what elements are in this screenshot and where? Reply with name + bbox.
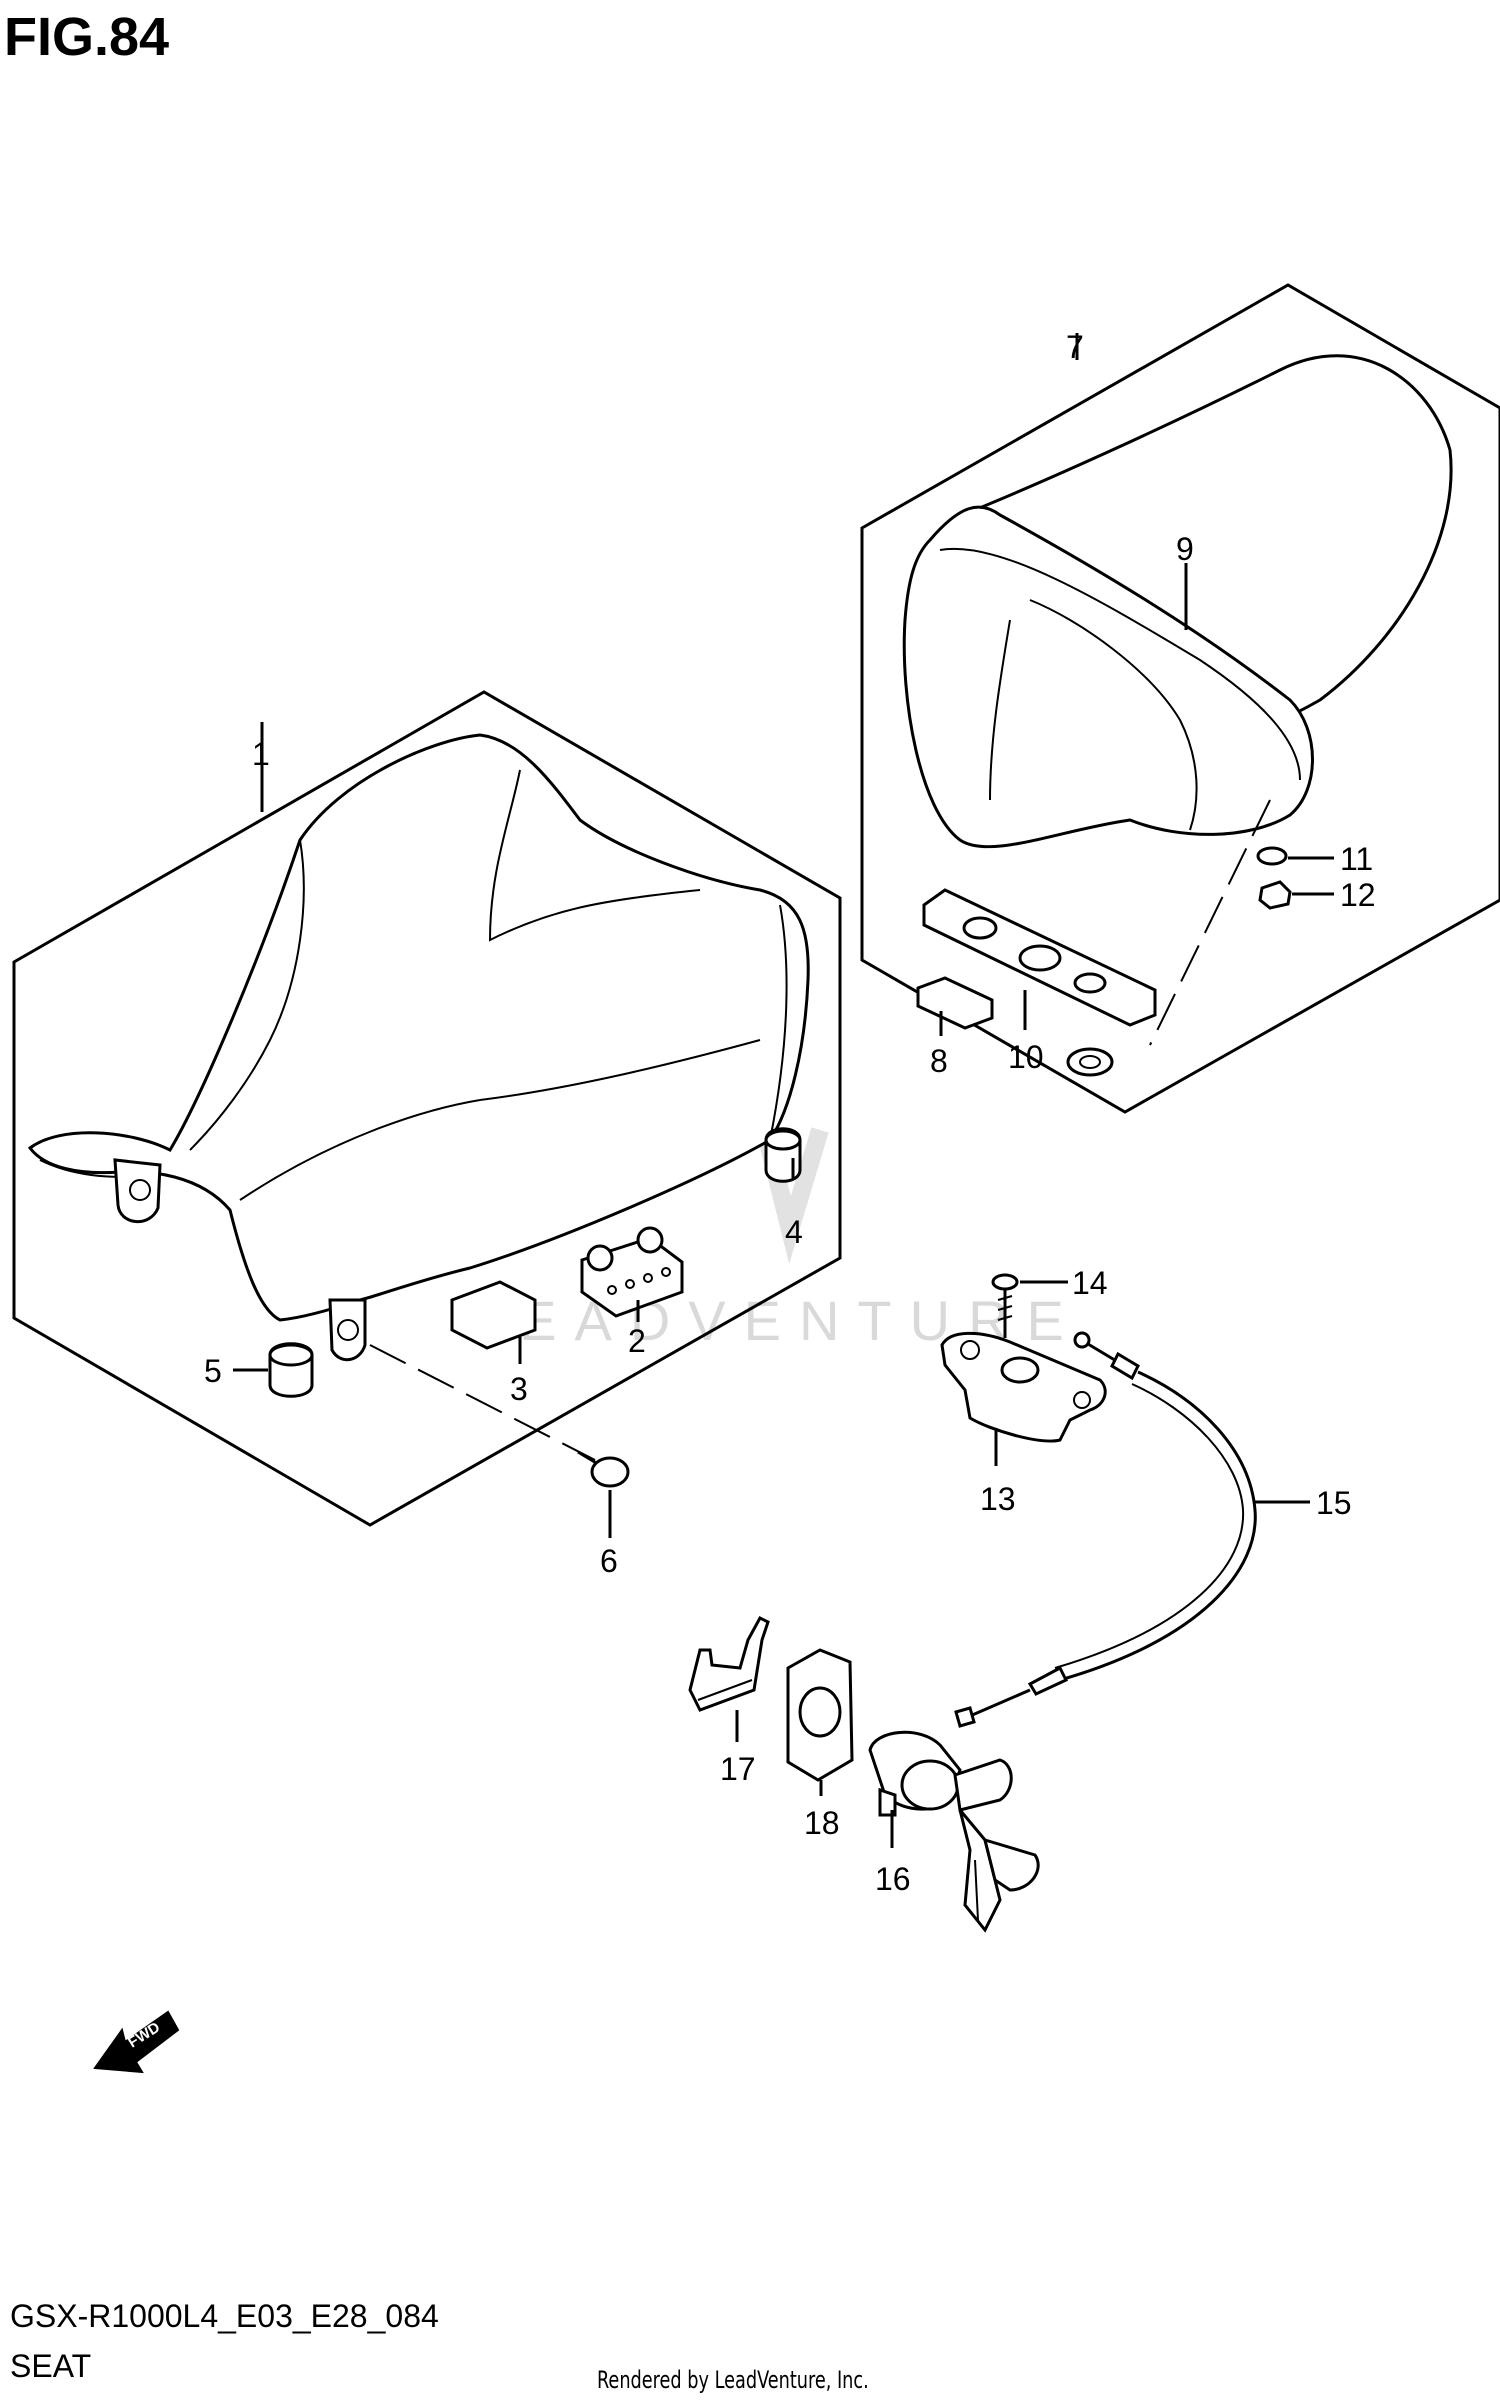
part-13-lock-base (940, 1331, 1107, 1443)
callout-12: 12 (1340, 877, 1376, 913)
callout-8: 8 (930, 1043, 948, 1079)
part-5-cushion (268, 1342, 314, 1398)
callout-16: 16 (875, 1861, 911, 1897)
callout-15: 15 (1316, 1485, 1352, 1521)
callout-1: 1 (252, 736, 270, 772)
dash-leader-10 (1149, 799, 1271, 1046)
callout-11: 11 (1340, 841, 1373, 877)
callout-5: 5 (204, 1353, 222, 1389)
part-4-cushion (764, 1127, 802, 1183)
front-seat (27, 733, 810, 1361)
group-box-front-seat (12, 690, 842, 1527)
callout-9: 9 (1176, 531, 1194, 567)
part-15-cable (954, 1331, 1257, 1728)
part-18-plate (786, 1648, 854, 1782)
part-16-lock-cylinder (868, 1730, 1040, 1933)
group-box-rear-seat (860, 283, 1500, 1114)
callout-10: 10 (1008, 1039, 1044, 1075)
figure-title: FIG.84 (4, 7, 170, 67)
figure-name: SEAT (10, 2348, 92, 2384)
part-10-bracket (922, 888, 1157, 1077)
callout-2: 2 (628, 1323, 646, 1359)
callout-6: 6 (600, 1543, 618, 1579)
callout-3: 3 (510, 1371, 528, 1407)
callout-7: 7 (1066, 329, 1084, 365)
callout-4: 4 (785, 1214, 803, 1250)
part-11-washer (1256, 846, 1288, 866)
part-6-bolt (577, 1450, 630, 1488)
part-2-damper-clip (580, 1226, 684, 1318)
part-14-screw (991, 1273, 1019, 1338)
callout-17: 17 (720, 1751, 756, 1787)
part-17-clip (688, 1616, 770, 1712)
callout-13: 13 (980, 1481, 1016, 1517)
dash-leader-6 (369, 1344, 596, 1461)
part-3-pad (450, 1280, 537, 1350)
part-12-nut (1258, 880, 1292, 910)
figure-code: GSX-R1000L4_E03_E28_084 (10, 2298, 439, 2334)
rear-seat-cowl (902, 354, 1453, 849)
part-8-pad (916, 976, 994, 1030)
callout-18: 18 (804, 1805, 840, 1841)
rendered-by-credit: Rendered by LeadVenture, Inc. (597, 2366, 869, 2394)
callout-14: 14 (1072, 1265, 1108, 1301)
fwd-arrow-icon: FWD (93, 2010, 180, 2074)
